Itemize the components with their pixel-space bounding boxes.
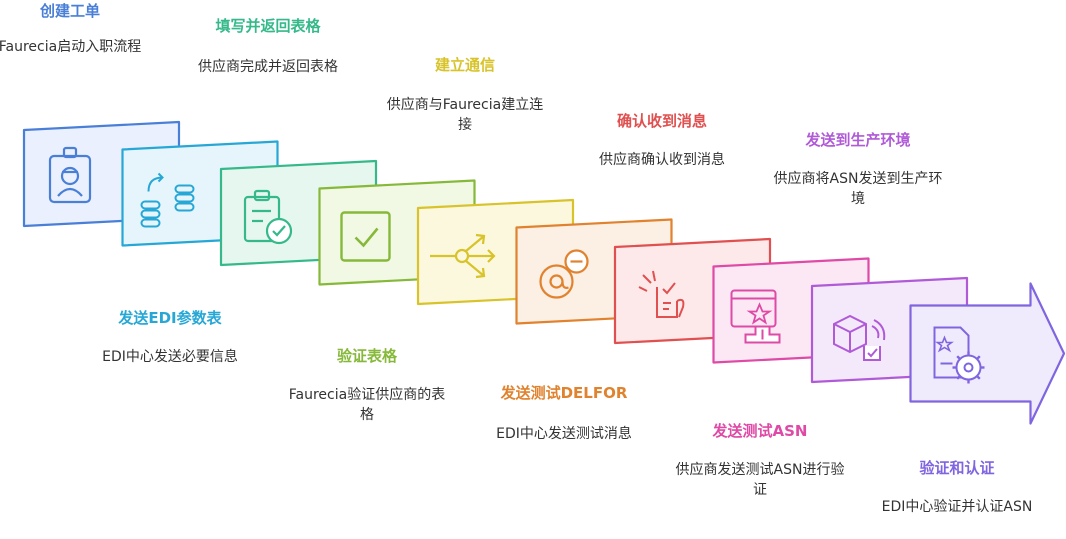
step-card bbox=[909, 282, 1066, 425]
at-sign-icon bbox=[539, 249, 589, 299]
step-title: 创建工单 bbox=[39, 2, 100, 20]
connection-split-icon bbox=[430, 233, 496, 279]
step-description: 供应商发送测试ASN进行验证 bbox=[675, 462, 845, 498]
step-description: 供应商将ASN发送到生产环境 bbox=[773, 171, 943, 207]
clipboard-check-icon bbox=[243, 189, 293, 245]
step-title: 确认收到消息 bbox=[616, 112, 707, 130]
step-description: EDI中心发送测试消息 bbox=[496, 426, 632, 442]
step-title: 发送到生产环境 bbox=[805, 131, 911, 149]
step-description: EDI中心发送必要信息 bbox=[102, 349, 238, 365]
step-panel bbox=[909, 282, 1066, 425]
step-title: 填写并返回表格 bbox=[215, 17, 321, 35]
step-description: 供应商确认收到消息 bbox=[599, 152, 725, 168]
step-title: 发送EDI参数表 bbox=[118, 309, 222, 327]
step-title: 验证和认证 bbox=[919, 459, 995, 477]
step-description: Faurecia验证供应商的表格 bbox=[288, 387, 446, 423]
step-title: 验证表格 bbox=[336, 347, 397, 365]
ranking-podium-icon bbox=[730, 289, 781, 344]
checkbox-icon bbox=[340, 211, 391, 262]
acknowledge-hand-icon bbox=[638, 270, 685, 318]
step-title: 建立通信 bbox=[434, 56, 495, 74]
step-description: Faurecia启动入职流程 bbox=[0, 39, 142, 55]
package-delivery-icon bbox=[833, 314, 886, 361]
id-badge-icon bbox=[48, 146, 92, 204]
step-description: EDI中心验证并认证ASN bbox=[881, 499, 1033, 515]
step-description: 供应商完成并返回表格 bbox=[198, 59, 338, 75]
step-title: 发送测试ASN bbox=[712, 422, 808, 440]
document-settings-icon bbox=[933, 326, 985, 384]
step-description: 供应商与Faurecia建立连接 bbox=[386, 97, 544, 133]
step-title: 发送测试DELFOR bbox=[500, 384, 628, 402]
database-sync-icon bbox=[140, 172, 195, 228]
